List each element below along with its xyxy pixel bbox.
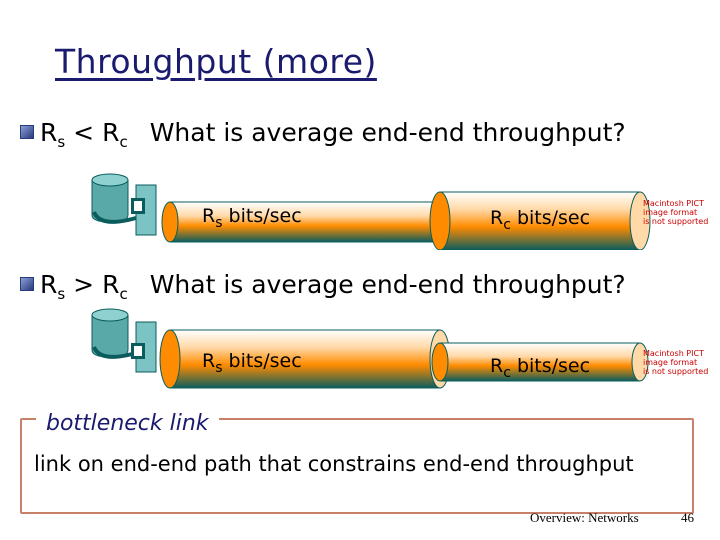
server-icon [92,174,136,222]
bullet-rs-greater-rc: Rs > Rc What is average end-end throughpu… [20,270,626,303]
bullet-rs-less-rc: Rs < Rc What is average end-end throughpu… [20,118,626,151]
bullet-question: What is average end-end throughput? [150,270,626,299]
r-symbol: R [102,118,119,147]
router-icon [131,185,156,235]
router-icon [131,322,156,372]
bullet-box-icon [20,125,34,139]
slide-title: Throughput (more) [55,42,377,81]
link-diagram-1 [0,160,720,250]
comparison-operator: > [73,270,94,299]
server-icon [92,309,136,357]
r-symbol: R [40,270,57,299]
page-number: 46 [681,510,694,526]
r-symbol: R [40,118,57,147]
definition-text: link on end-end path that constrains end… [34,452,634,476]
definition-term: bottleneck link [36,411,219,436]
footer-text: Overview: Networks [530,510,639,526]
rc-rate-label: Rc bits/sec [490,207,590,233]
rc-rate-label: Rc bits/sec [490,355,590,381]
bullet-box-icon [20,277,34,291]
link-diagram-2 [0,305,720,395]
comparison-operator: < [73,118,94,147]
subscript-c: c [119,133,127,151]
rs-rate-label: Rs bits/sec [202,205,302,231]
subscript-s: s [57,133,65,151]
r-symbol: R [102,270,119,299]
subscript-c: c [119,285,127,303]
subscript-s: s [57,285,65,303]
bullet-question: What is average end-end throughput? [150,118,626,147]
rs-rate-label: Rs bits/sec [202,350,302,376]
